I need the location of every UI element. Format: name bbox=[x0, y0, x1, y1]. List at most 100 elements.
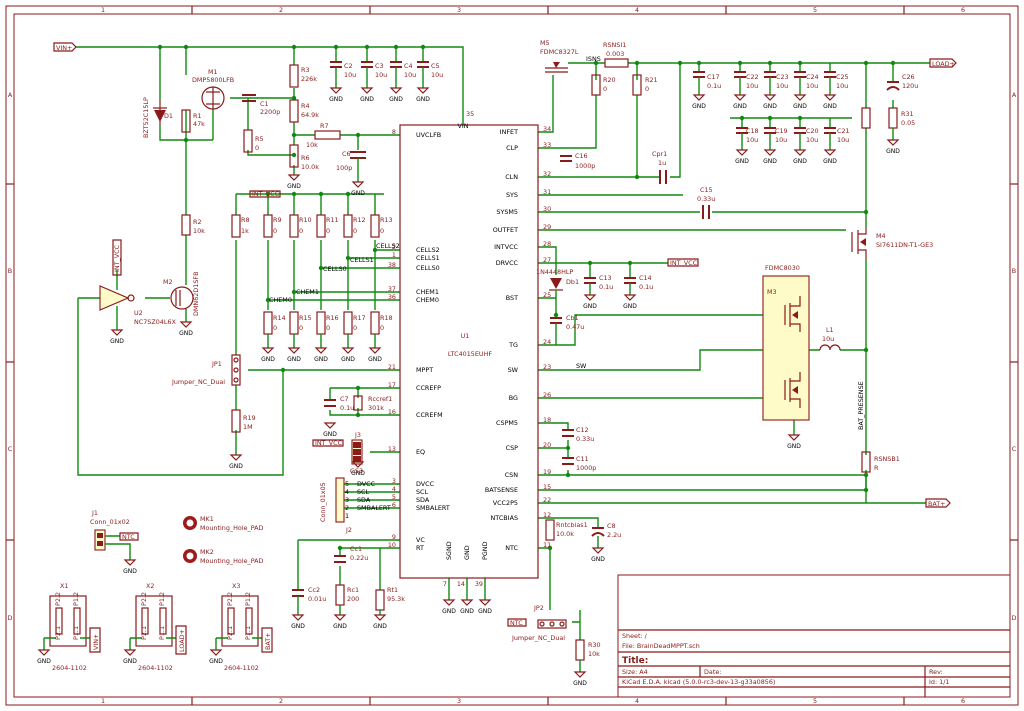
ground-label: GND bbox=[735, 158, 749, 165]
ground-icon bbox=[442, 599, 456, 606]
ground-label: GND bbox=[416, 96, 430, 103]
rc1-ref: Rc1 bbox=[347, 586, 359, 594]
r11-ref: R11 bbox=[326, 216, 339, 224]
u1-pin-number: 22 bbox=[543, 496, 551, 504]
x1-value: 2604-1102 bbox=[52, 664, 87, 672]
u1-pin-name: PGND bbox=[481, 541, 489, 560]
ground-label: GND bbox=[478, 608, 492, 615]
r6-ref: R6 bbox=[301, 154, 310, 162]
row-label-right: A bbox=[1012, 91, 1017, 99]
r31-ref: R31 bbox=[901, 110, 914, 118]
mk1-ref: MK1 bbox=[200, 515, 214, 523]
ground-icon bbox=[763, 94, 777, 101]
c24-value: 10u bbox=[806, 82, 818, 90]
c26-value: 120u bbox=[902, 82, 918, 90]
ground-icon bbox=[179, 321, 193, 328]
cc2-ref: Cc2 bbox=[308, 586, 320, 594]
c7-value: 0.1u bbox=[340, 404, 354, 412]
c23-ref: C23 bbox=[776, 73, 789, 81]
ground-label: GND bbox=[460, 608, 474, 615]
u1-pin-name: SYSM5 bbox=[496, 208, 518, 216]
r8-ref: R8 bbox=[241, 216, 250, 224]
row-label-left: D bbox=[8, 614, 13, 622]
rntcbias1-ref: Rntcbias1 bbox=[556, 521, 588, 529]
u1-pin-number: 5 bbox=[392, 493, 396, 501]
l1-value: 10u bbox=[822, 335, 834, 343]
u1-pin-name: INTVCC bbox=[494, 243, 518, 251]
row-label-right: B bbox=[1012, 267, 1016, 275]
x3-value: 2604-1102 bbox=[224, 664, 259, 672]
u1-pin-name: SGND bbox=[445, 541, 453, 560]
m2-ref: M2 bbox=[163, 278, 173, 286]
d1-value: BZT52C15LP bbox=[142, 97, 150, 138]
cc2-value: 0.01u bbox=[308, 595, 326, 603]
u1-pin-name: VCC2P5 bbox=[493, 499, 518, 507]
u1-pin-number: 4 bbox=[392, 485, 396, 493]
svg-text:3: 3 bbox=[345, 496, 349, 504]
col-label-bottom: 3 bbox=[457, 697, 461, 705]
port-int-vcc-3: INT_VCC bbox=[315, 439, 343, 447]
u2-value: NC7SZ04L6X bbox=[134, 318, 177, 326]
r16-ref: R16 bbox=[326, 314, 339, 322]
l1-ref: L1 bbox=[826, 326, 834, 334]
u1-pin-name: BATSENSE bbox=[485, 486, 518, 494]
ground-label: GND bbox=[763, 103, 777, 110]
c1-cap bbox=[242, 94, 256, 102]
rccref-ref: Rccref1 bbox=[368, 395, 392, 403]
cpr1-ref: Cpr1 bbox=[652, 150, 667, 158]
svg-text:4: 4 bbox=[345, 488, 349, 496]
ground-label: GND bbox=[179, 330, 193, 337]
x3-terminal bbox=[215, 595, 262, 650]
label-chem0: CHEM0 bbox=[269, 296, 292, 304]
u1-ref: U1 bbox=[461, 332, 470, 340]
terminal-pin-label: P1.2 bbox=[244, 592, 252, 606]
u1-pin-name: SMBALERT bbox=[416, 504, 450, 512]
ground-icon bbox=[460, 599, 474, 606]
ground-icon bbox=[123, 559, 137, 566]
ground-label: GND bbox=[314, 356, 328, 363]
rc1-value: 200 bbox=[347, 595, 359, 603]
title-block: Sheet: / File: BrainDeadMPPT.sch Title: … bbox=[617, 574, 1011, 698]
r7-value: 10k bbox=[306, 141, 318, 149]
u2-ref: U2 bbox=[134, 309, 143, 317]
c19-value: 10u bbox=[775, 136, 787, 144]
label-cells1: CELLS1 bbox=[350, 256, 374, 264]
u1-pin-number: 14 bbox=[457, 580, 465, 588]
ground-label: GND bbox=[793, 103, 807, 110]
m1-pmos bbox=[201, 86, 225, 110]
port-bat-conn: BAT+ bbox=[264, 632, 272, 650]
r20-value: 0 bbox=[603, 85, 607, 93]
j2-value: Conn_01x05 bbox=[319, 482, 327, 522]
mk2-value: Mounting_Hole_PAD bbox=[200, 557, 264, 565]
u1-pin-number: 29 bbox=[543, 223, 551, 231]
ground-label: GND bbox=[333, 623, 347, 630]
ground-icon bbox=[261, 347, 275, 354]
c16-value: 1000p bbox=[575, 162, 595, 170]
ground-icon bbox=[787, 434, 801, 441]
u1-pin-name: SYS bbox=[506, 191, 518, 199]
j1-value: Conn_01x02 bbox=[90, 518, 130, 526]
c25-value: 10u bbox=[836, 82, 848, 90]
u1-pin-name: SW bbox=[508, 366, 519, 374]
u1-pin-number: 26 bbox=[543, 391, 551, 399]
junctions bbox=[157, 44, 896, 551]
r3-value: 226k bbox=[301, 75, 317, 83]
x1-terminal bbox=[43, 595, 90, 650]
ground-label: GND bbox=[323, 431, 337, 438]
ground-label: GND bbox=[351, 470, 365, 477]
u1-pin-number: 6 bbox=[392, 501, 396, 509]
r18-value: 0 bbox=[380, 324, 384, 332]
u1-pin-number: 27 bbox=[543, 256, 551, 264]
c13-value: 0.1u bbox=[599, 283, 613, 291]
ground-label: GND bbox=[763, 158, 777, 165]
ground-label: GND bbox=[123, 568, 137, 575]
ground-label: GND bbox=[209, 658, 223, 665]
c22-ref: C22 bbox=[746, 73, 759, 81]
r3-ref: R3 bbox=[301, 66, 310, 74]
label-sw: SW bbox=[576, 362, 587, 370]
c15-ref: C15 bbox=[700, 186, 713, 194]
c18-ref: C18 bbox=[746, 127, 759, 135]
